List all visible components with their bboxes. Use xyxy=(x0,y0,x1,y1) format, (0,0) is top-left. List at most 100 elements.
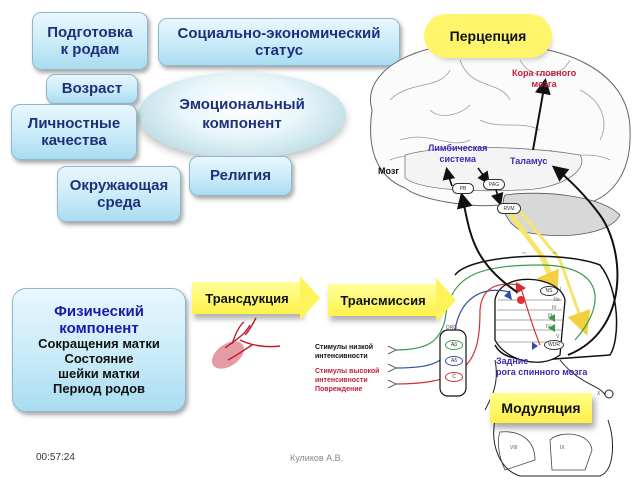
footer-time-text: 00:57:24 xyxy=(36,452,75,463)
lamina-v: V xyxy=(556,334,559,340)
stimuli-high-label: Стимулы высокой интенсивности Повреждени… xyxy=(315,368,379,394)
tissue-blob xyxy=(211,341,245,369)
green-fiber xyxy=(394,264,596,351)
footer-time: 00:57:24 xyxy=(36,452,75,463)
dorsal-horn-line2: рога спинного мозга xyxy=(496,366,588,377)
fiber-c-text: C xyxy=(452,374,456,380)
thalamus-label: Таламус xyxy=(510,156,547,166)
cortex-line2: мозга xyxy=(531,78,557,89)
green-terminal xyxy=(548,314,555,322)
yellow-tract xyxy=(508,214,559,296)
limbic-line1: Лимбическая xyxy=(428,143,488,153)
transduction-arrow-head xyxy=(300,276,320,320)
factor-religion: Религия xyxy=(189,156,292,196)
fiber-c: C xyxy=(445,372,463,382)
factor-age: Возраст xyxy=(46,74,138,104)
arrow-to-limbic xyxy=(442,166,456,187)
lamina-x-text: X xyxy=(597,391,601,397)
lamina-iv: IV xyxy=(546,324,551,330)
lamina-iio: IIo xyxy=(554,297,560,303)
transmission-label: Трансмиссия xyxy=(340,292,426,308)
cell-ns: NS xyxy=(540,286,558,296)
modulation-text: Модуляция xyxy=(501,400,581,416)
blue-terminal xyxy=(532,342,538,350)
lamina-i-text: I xyxy=(560,287,562,293)
spinal-mid xyxy=(484,359,606,411)
stimuli-low-label: Стимулы низкой интенсивности xyxy=(315,344,373,362)
physical-item: Период родов xyxy=(52,381,146,397)
lamina-iii-b: III xyxy=(548,313,552,319)
modulation-label: Модуляция xyxy=(490,393,592,423)
stimuli-high-line1: Стимулы высокой xyxy=(315,368,380,375)
blue-terminal xyxy=(504,290,512,300)
physical-item: Сокращения матки xyxy=(38,336,160,352)
lamina-iii-text: IIi xyxy=(552,305,556,311)
stimuli-high-line3: Повреждение xyxy=(315,385,363,393)
stimuli-high-line2: интенсивности xyxy=(315,376,368,384)
factor-preparation-line2: к родам xyxy=(60,41,120,58)
nucleus-rvm-text: RVM xyxy=(503,205,515,212)
plus-minus-1: +/- xyxy=(522,250,527,255)
lamina-x: X xyxy=(597,391,600,397)
footer-author: Куликов А.В. xyxy=(290,453,343,463)
fiber-abeta-text: Aβ xyxy=(450,342,458,348)
footer-author-text: Куликов А.В. xyxy=(290,453,344,463)
cortex-line1: Кора гловного xyxy=(512,68,577,78)
stimuli-low-line1: Стимулы низкой xyxy=(315,344,374,351)
dorsal-horn-label: Задние рога спинного мозга xyxy=(496,356,587,378)
transduction-arrow: Трансдукция xyxy=(192,276,320,320)
ventral-horn-left xyxy=(498,431,536,471)
limbic-line2: система xyxy=(439,153,476,164)
transmission-arrow-head xyxy=(436,278,456,322)
drg-label: DRG xyxy=(446,325,457,331)
factor-preparation: Подготовка к родам xyxy=(32,12,148,70)
plus-minus-2: +/- xyxy=(553,250,558,255)
nucleus-pb-text: PB xyxy=(459,185,467,192)
laminae-lines xyxy=(496,299,562,343)
physical-item: Состояние xyxy=(64,351,134,367)
emotional-line2: компонент xyxy=(202,115,282,132)
red-terminal xyxy=(516,282,526,294)
lamina-iii: IIi xyxy=(552,305,556,311)
plus-minus-2-text: +/- xyxy=(553,250,558,255)
factor-personality: Личностные качества xyxy=(11,104,137,160)
lamina-iv-text: IV xyxy=(546,324,551,330)
arrow-pag-rvm xyxy=(491,189,504,207)
nucleus-pag: PAG xyxy=(483,179,505,190)
brain-label: Мозг xyxy=(378,166,399,176)
factor-environment-line1: Окружающая xyxy=(69,176,169,194)
fiber-adelta-text: Aδ xyxy=(450,358,458,364)
ventral-horn-right xyxy=(549,433,593,471)
cell-wdr-text: WDR xyxy=(548,342,560,348)
factor-personality-line1: Личностные xyxy=(27,114,121,132)
nucleus-pb: PB xyxy=(452,183,474,194)
transmission-arrow: Трансмиссия xyxy=(328,278,456,322)
transduction-label: Трансдукция xyxy=(205,290,289,306)
thalamus-text: Таламус xyxy=(510,156,548,166)
lamina-v-text: V xyxy=(556,334,560,340)
lamina-iio-text: IIo xyxy=(554,297,560,303)
transmission-arrow-body xyxy=(328,284,438,316)
brain-text: Мозг xyxy=(378,166,400,176)
nerve-ending xyxy=(224,317,281,361)
physical-component: Физический компонент Сокращения матки Со… xyxy=(12,288,186,412)
cell-ns-text: NS xyxy=(545,288,553,294)
emotional-line1: Эмоциональный xyxy=(179,96,305,114)
factor-personality-line2: качества xyxy=(41,132,107,149)
limbic-label: Лимбическая система xyxy=(428,143,487,165)
nucleus-rvm: RVM xyxy=(497,203,521,214)
nucleus-pag-text: PAG xyxy=(488,181,500,188)
cell-wdr: WDR xyxy=(544,340,564,350)
lamina-viii-text: VIII xyxy=(510,445,518,451)
yellow-tract xyxy=(513,204,591,336)
factor-socio-economic: Социально-экономический статус xyxy=(158,18,400,66)
lamina-ix: IX xyxy=(560,445,565,451)
physical-item: шейки матки xyxy=(58,366,140,382)
factor-preparation-line1: Подготовка xyxy=(47,23,133,41)
stimulus-branch xyxy=(387,345,398,389)
lamina-iii-b-text: III xyxy=(548,313,553,319)
plus-minus-1-text: +/- xyxy=(522,250,527,255)
red-cell xyxy=(517,296,525,304)
factor-environment: Окружающая среда xyxy=(57,166,181,222)
